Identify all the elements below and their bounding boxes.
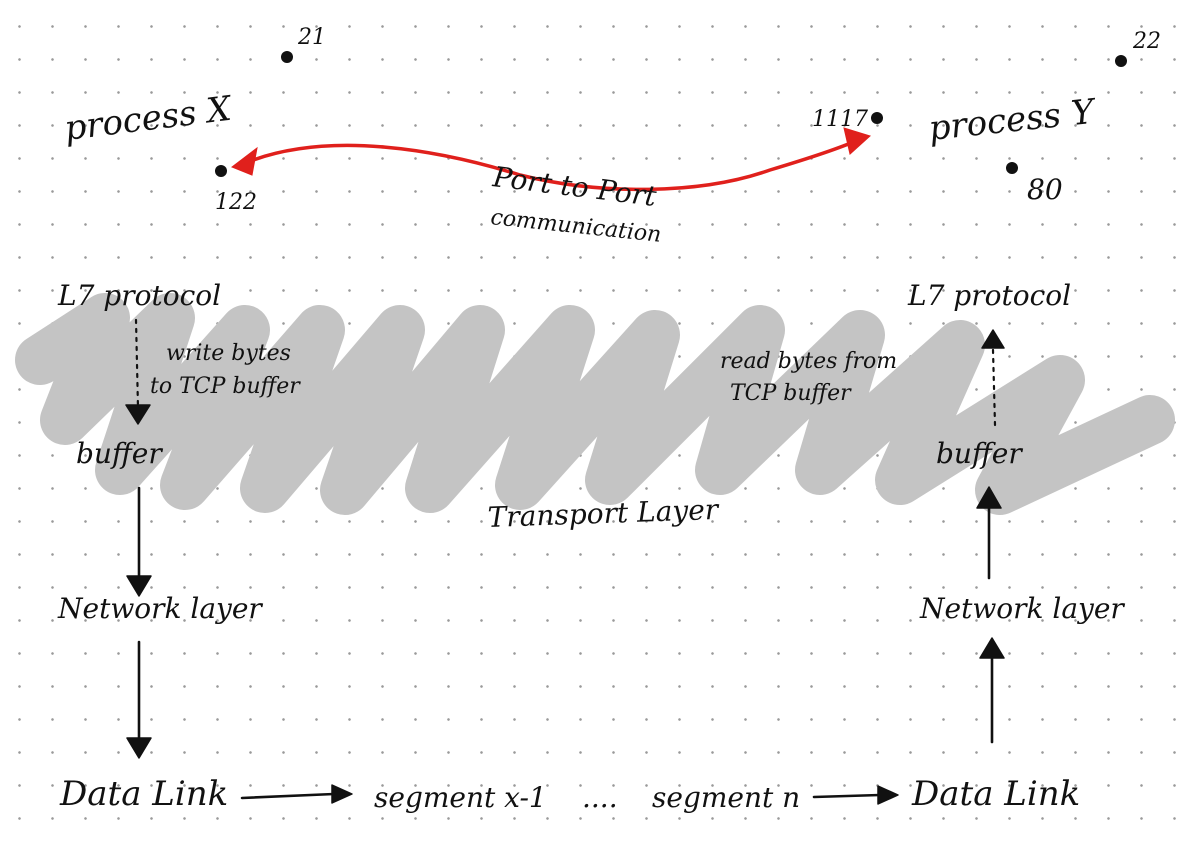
- right-arrowhead-network: [979, 637, 1005, 659]
- left-data-link: Data Link: [59, 774, 228, 814]
- left-network-layer: Network layer: [57, 592, 263, 625]
- port-label-80: 80: [1027, 173, 1063, 206]
- right-data-link: Data Link: [911, 774, 1080, 814]
- port-to-port-label-line1: Port to Port: [490, 160, 659, 213]
- transport-layer-band: [15, 293, 1175, 515]
- segment-first: segment x-1: [374, 781, 547, 814]
- process-x: process X 21 122: [62, 25, 326, 215]
- right-read-line2: TCP buffer: [730, 381, 852, 406]
- right-stack: L7 protocol read bytes from TCP buffer b…: [720, 279, 1125, 814]
- arrowhead-left: [230, 146, 258, 176]
- port-label-21: 21: [297, 25, 326, 50]
- arrowhead-right-link: [877, 785, 899, 805]
- port-label-22: 22: [1132, 29, 1161, 54]
- process-y: process Y 22 1117 80: [812, 29, 1161, 206]
- process-x-label: process X: [62, 89, 235, 149]
- port-dot-21: [281, 51, 293, 63]
- left-write-line1: write bytes: [166, 341, 291, 366]
- port-to-port-label-line2: communication: [489, 205, 662, 248]
- port-to-port-arrow: [230, 127, 871, 192]
- port-dot-22: [1115, 55, 1127, 67]
- right-l7-protocol: L7 protocol: [907, 279, 1071, 312]
- segment-row: segment x-1 .... segment n: [240, 781, 899, 814]
- right-dotted-arrow: [991, 348, 997, 427]
- segment-last: segment n: [652, 781, 800, 814]
- right-network-layer: Network layer: [919, 592, 1125, 625]
- left-arrowhead-network: [126, 575, 152, 597]
- arrowhead-right: [843, 127, 871, 155]
- port-dot-80: [1006, 162, 1018, 174]
- right-dotted-arrowhead: [981, 329, 1005, 349]
- right-buffer: buffer: [936, 437, 1023, 470]
- right-read-line1: read bytes from: [720, 349, 897, 374]
- transport-layer-label: Transport Layer: [487, 493, 720, 534]
- port-dot-122: [215, 165, 227, 177]
- left-arrowhead-link: [126, 737, 152, 759]
- arrow-segment-to-link: [812, 793, 882, 799]
- left-dotted-arrowhead: [125, 404, 151, 425]
- left-dotted-arrow: [134, 318, 140, 410]
- arrowhead-segment: [331, 784, 353, 804]
- port-label-1117: 1117: [812, 107, 868, 132]
- process-y-label: process Y: [927, 91, 1100, 148]
- left-l7-protocol: L7 protocol: [57, 279, 221, 312]
- left-buffer: buffer: [76, 437, 163, 470]
- segment-ellipsis: ....: [582, 781, 618, 814]
- left-write-line2: to TCP buffer: [150, 374, 301, 399]
- arrow-link-to-segment: [240, 792, 336, 800]
- port-dot-1117: [871, 112, 883, 124]
- port-label-122: 122: [215, 190, 257, 215]
- left-stack: L7 protocol write bytes to TCP buffer bu…: [57, 279, 301, 814]
